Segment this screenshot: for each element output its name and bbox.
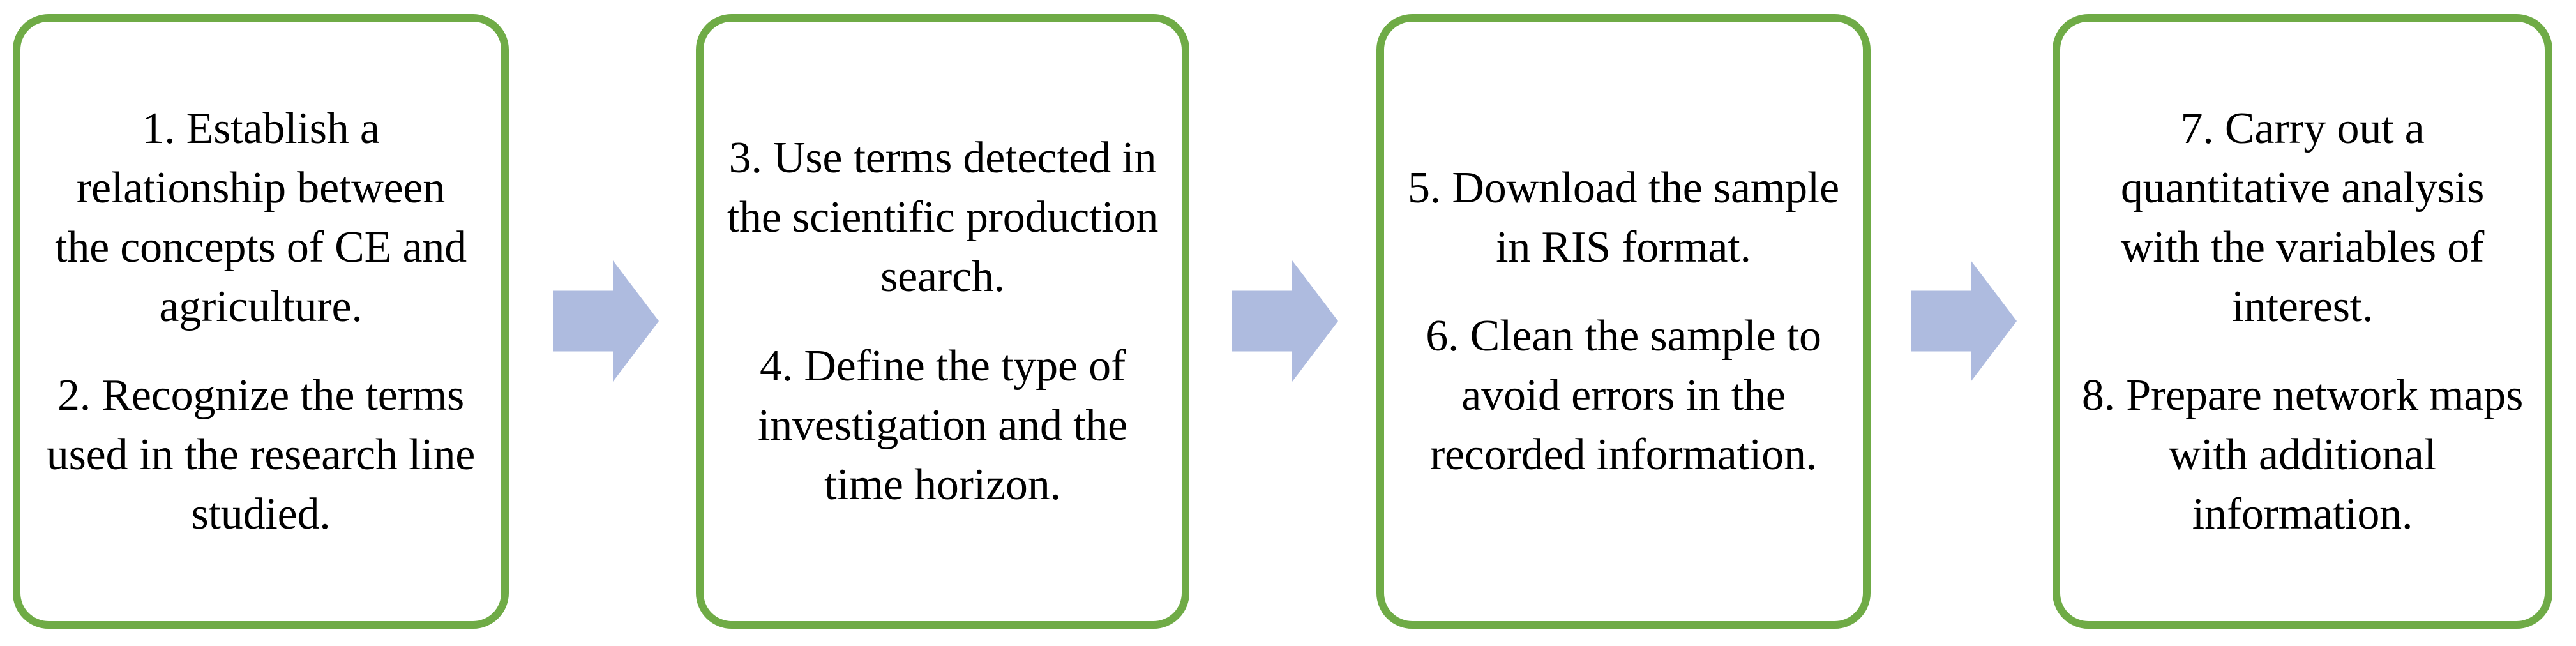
right-arrow-icon-2 <box>1232 260 1338 382</box>
process-step-box-1: 1. Establish a relationship between the … <box>13 14 509 629</box>
process-step-box-4: 7. Carry out a quantitative analysis wit… <box>2053 14 2552 629</box>
right-arrow-icon-3 <box>1911 260 2017 382</box>
process-step-box-3: 5. Download the sample in RIS format. 6.… <box>1376 14 1871 629</box>
step-text-5: 5. Download the sample in RIS format. <box>1407 163 1839 272</box>
process-step-box-2: 3. Use terms detected in the scientific … <box>696 14 1189 629</box>
step-text-7: 7. Carry out a quantitative analysis wit… <box>2120 103 2485 331</box>
step-text-2: 2. Recognize the terms used in the resea… <box>46 371 476 539</box>
step-text-6: 6. Clean the sample to avoid errors in t… <box>1426 311 1821 480</box>
step-text-4: 4. Define the type of investigation and … <box>757 341 1127 509</box>
right-arrow-icon-1 <box>553 260 659 382</box>
step-text-1: 1. Establish a relationship between the … <box>55 103 467 331</box>
step-text-8: 8. Prepare network maps with additional … <box>2081 371 2524 539</box>
step-text-3: 3. Use terms detected in the scientific … <box>727 133 1159 302</box>
